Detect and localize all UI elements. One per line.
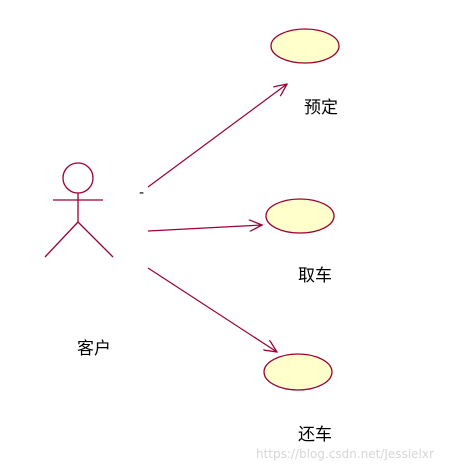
- association-arrow-return: [147, 267, 277, 352]
- associations: [147, 84, 287, 352]
- use-case-reserve-ellipse: [270, 28, 340, 64]
- use-case-pickup-ellipse: [265, 198, 335, 234]
- use-case-return-label: 还车: [298, 425, 332, 445]
- watermark-text: https://blog.csdn.net/Jessielxr: [256, 447, 434, 461]
- actor-right-leg: [77, 221, 114, 258]
- use-case-return-ellipse: [263, 353, 333, 391]
- association-arrow-reserve: [147, 84, 287, 188]
- actor-figure: [44, 162, 114, 258]
- use-case-pickup-label: 取车: [298, 266, 332, 286]
- actor-left-leg: [44, 221, 79, 258]
- stray-mark: -: [139, 185, 145, 201]
- actor-label: 客户: [77, 339, 111, 359]
- use-case-reserve-label: 预定: [304, 98, 338, 118]
- actor-head: [62, 162, 94, 194]
- association-arrow-pickup: [147, 225, 262, 231]
